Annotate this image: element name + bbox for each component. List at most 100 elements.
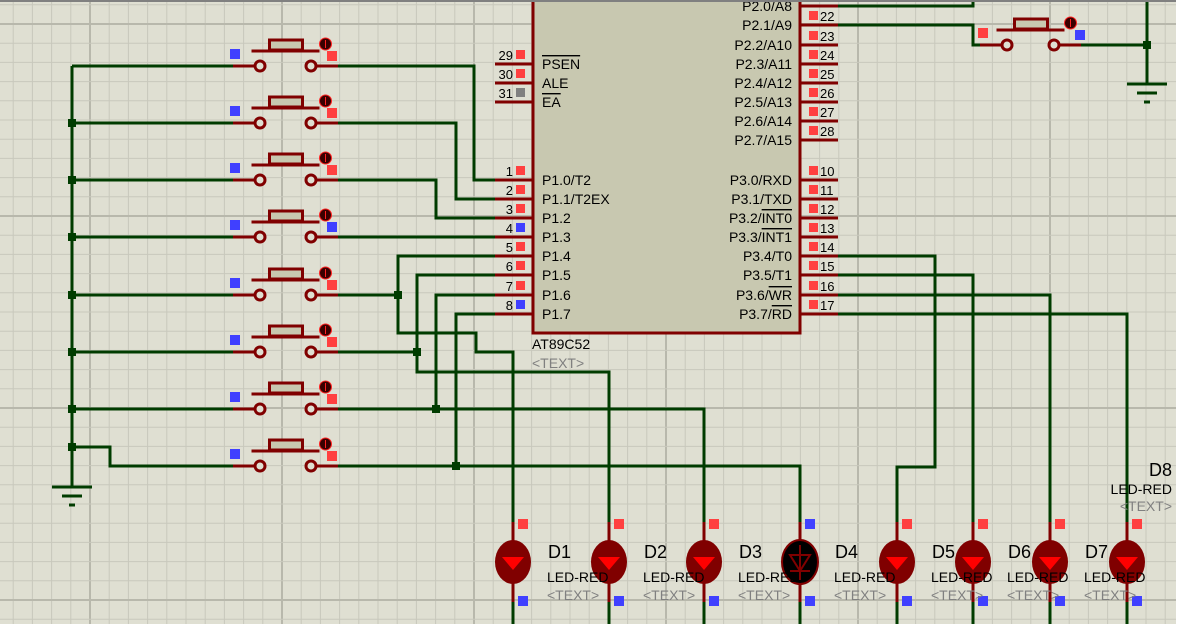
push-button[interactable] <box>230 37 338 73</box>
button-cap[interactable] <box>1013 17 1049 31</box>
led-text-placeholder: <TEXT> <box>643 587 695 603</box>
button-contact <box>304 59 318 73</box>
button-cap[interactable] <box>268 95 304 109</box>
led-type: LED-RED <box>738 569 799 585</box>
pin-number: 10 <box>820 164 834 179</box>
pin-label-text: P1.3 <box>542 229 571 245</box>
led-d7[interactable] <box>1032 519 1068 606</box>
pin-state-indicator <box>327 280 337 290</box>
button-cap[interactable] <box>268 267 304 281</box>
chip-body[interactable] <box>531 0 802 335</box>
push-button[interactable] <box>230 437 338 473</box>
push-button[interactable] <box>230 380 338 416</box>
push-button[interactable] <box>978 16 1085 52</box>
led-d8[interactable] <box>1109 519 1145 606</box>
button-cap[interactable] <box>268 381 304 395</box>
pin-state-indicator <box>1075 30 1085 40</box>
pin-label-text: P3.2/ <box>729 210 762 226</box>
led-d5[interactable] <box>879 519 915 606</box>
pin-label-text: P2.6/A14 <box>734 113 792 129</box>
button-contact <box>304 116 318 130</box>
leds <box>495 519 1145 606</box>
pin-state-indicator <box>805 596 815 606</box>
wire <box>434 293 495 409</box>
led-name: D7 <box>1085 542 1108 562</box>
button-cap[interactable] <box>268 324 304 338</box>
pin-state-indicator <box>1132 596 1142 606</box>
wire <box>311 64 495 182</box>
toggle-indicator-icon[interactable] <box>319 266 332 280</box>
button-cap[interactable] <box>268 209 304 223</box>
led-type: LED-RED <box>1111 481 1172 497</box>
wire <box>838 273 975 627</box>
ground-icon <box>1127 82 1167 104</box>
led-arrow-icon <box>598 557 620 570</box>
button-cap[interactable] <box>268 38 304 52</box>
toggle-indicator-icon[interactable] <box>319 94 332 108</box>
microcontroller-at89c52[interactable]: 29PSEN30ALE31EA1P1.0/T22P1.1/T2EX3P1.24P… <box>495 0 838 371</box>
pin-number: 22 <box>820 9 834 24</box>
pin-label: P2.1/A9 <box>742 17 792 33</box>
led-name: D8 <box>1149 460 1172 480</box>
led-text-placeholder: <TEXT> <box>547 587 599 603</box>
pin-state-indicator <box>902 596 912 606</box>
led-text-placeholder: <TEXT> <box>1007 587 1059 603</box>
led-d6[interactable] <box>955 519 991 606</box>
pin-label-overlined: RD <box>772 306 792 322</box>
button-cap[interactable] <box>268 438 304 452</box>
pin-label: P2.3/A11 <box>735 56 792 72</box>
pin-state-indicator <box>230 335 240 345</box>
pin-state-indicator <box>809 11 818 20</box>
wire <box>838 254 937 627</box>
wire <box>838 293 1052 627</box>
led-d2[interactable] <box>591 519 627 606</box>
pin-state-indicator <box>809 223 818 232</box>
push-button[interactable] <box>230 323 338 359</box>
pin-state-indicator <box>809 300 818 309</box>
pin-state-indicator <box>809 126 818 135</box>
pin-label-text: ALE <box>542 75 568 91</box>
toggle-indicator-icon[interactable] <box>319 37 332 51</box>
pin-number: 4 <box>506 221 513 236</box>
wire <box>838 23 1002 47</box>
pin-state-indicator <box>809 50 818 59</box>
led-d1[interactable] <box>495 519 531 606</box>
pin-number: 16 <box>820 279 834 294</box>
toggle-indicator-icon[interactable] <box>319 208 332 222</box>
led-name: D4 <box>835 542 858 562</box>
toggle-indicator-icon[interactable] <box>319 380 332 394</box>
toggle-indicator-icon[interactable] <box>319 151 332 165</box>
pin-number: 12 <box>820 202 834 217</box>
button-contact <box>304 459 318 473</box>
push-button[interactable] <box>230 266 338 302</box>
pin-state-indicator <box>230 106 240 116</box>
led-d4[interactable] <box>781 519 819 606</box>
push-button[interactable] <box>230 94 338 130</box>
push-button[interactable] <box>230 208 338 244</box>
pin-state-indicator <box>709 596 719 606</box>
junction-dot <box>68 443 76 451</box>
toggle-indicator-icon[interactable] <box>319 437 332 451</box>
toggle-indicator-icon[interactable] <box>1064 16 1077 30</box>
led-text-placeholder: <TEXT> <box>931 587 983 603</box>
pin-number: 21 <box>820 0 834 5</box>
led-d3[interactable] <box>686 519 722 606</box>
pin-label-text: P2.5/A13 <box>734 94 792 110</box>
button-cap[interactable] <box>268 152 304 166</box>
junction-dot <box>68 119 76 127</box>
pin-state-indicator <box>809 281 818 290</box>
pin-label-text: P3.3/ <box>729 229 762 245</box>
toggle-indicator-icon[interactable] <box>319 323 332 337</box>
pin-state-indicator <box>518 519 528 529</box>
push-button[interactable] <box>230 151 338 187</box>
button-contact <box>253 173 267 187</box>
pin-state-indicator <box>709 519 719 529</box>
pin-state-indicator <box>805 519 815 529</box>
pin-state-indicator <box>230 449 240 459</box>
pin-state-indicator <box>1132 519 1142 529</box>
